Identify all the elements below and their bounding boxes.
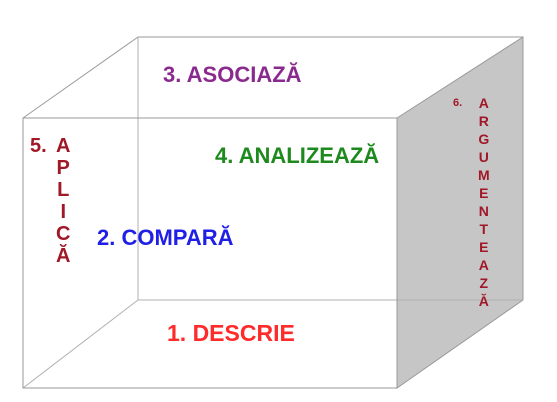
stacked-letter: M xyxy=(478,167,490,183)
label-aplica-number: 5. xyxy=(30,135,47,157)
stacked-letter: N xyxy=(478,203,489,219)
label-descrie: 1. DESCRIE xyxy=(167,320,295,346)
stacked-letter: Ă xyxy=(478,293,489,309)
stacked-letter: U xyxy=(478,149,489,165)
stacked-letter: C xyxy=(56,223,71,245)
stacked-letter: P xyxy=(56,157,70,179)
stacked-letter: R xyxy=(478,113,489,129)
label-compara: 2. COMPARĂ xyxy=(97,225,234,250)
cube-front-face xyxy=(22,117,398,389)
cube-right-face xyxy=(396,36,524,389)
stacked-letter: E xyxy=(479,185,489,201)
stacked-letter: Ă xyxy=(56,245,71,267)
label-analizeaza: 4. ANALIZEAZĂ xyxy=(215,143,380,168)
stacked-letter: E xyxy=(479,239,489,255)
stacked-letter: L xyxy=(57,179,70,201)
cube-top-left-edge xyxy=(22,36,139,119)
stacked-letter: G xyxy=(478,131,490,147)
stacked-letter: A xyxy=(478,257,489,273)
label-argumenteaza-number: 6. xyxy=(453,97,463,109)
stacked-letter: A xyxy=(478,95,489,111)
stacked-letter: T xyxy=(479,221,489,237)
cube-bottom-left-edge xyxy=(22,299,139,389)
stacked-letter: A xyxy=(56,135,71,157)
label-asociaza: 3. ASOCIAZĂ xyxy=(163,62,302,87)
stacked-letter: Z xyxy=(479,275,489,291)
stacked-letter: I xyxy=(60,201,66,223)
